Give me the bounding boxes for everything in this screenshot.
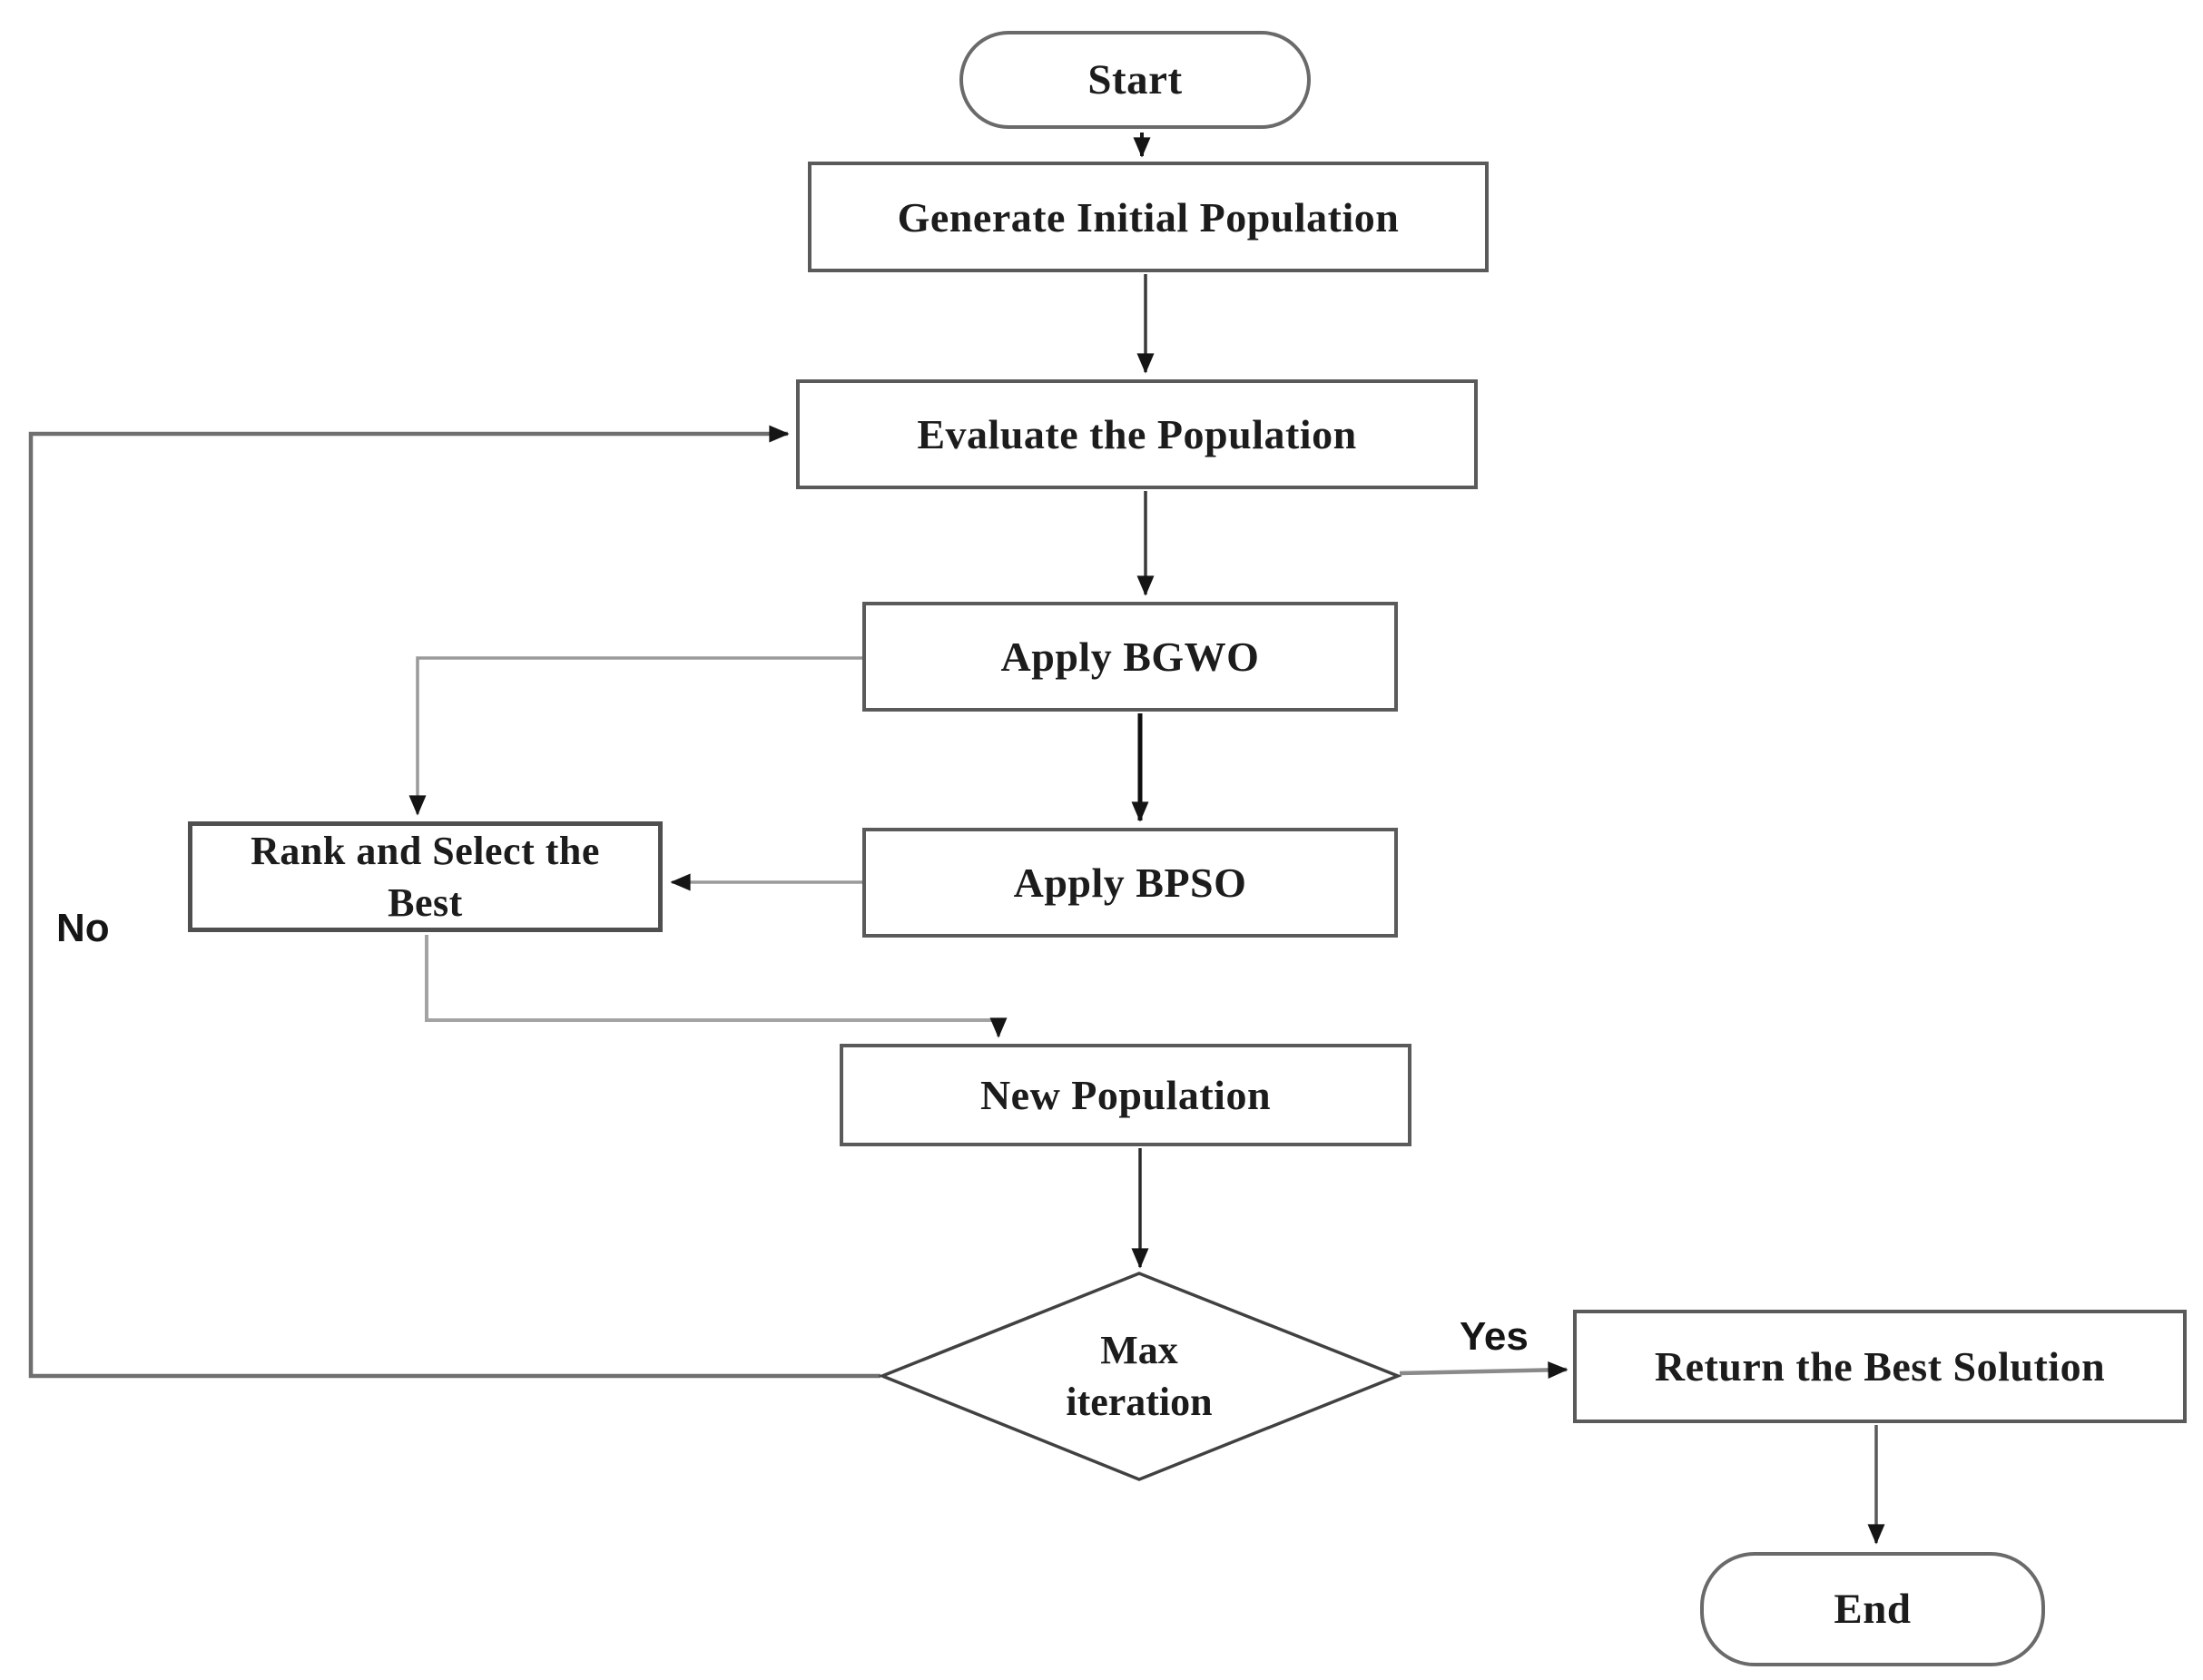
return-best-solution-label: Return the Best Solution	[1654, 1343, 2106, 1390]
max-iteration-label: Max iteration	[1066, 1327, 1213, 1424]
apply-bgwo-node: Apply BGWO	[862, 602, 1398, 712]
end-label: End	[1834, 1586, 1912, 1633]
rank-select-best-label: Rank and Select the Best	[251, 828, 600, 925]
start-label: Start	[1087, 56, 1183, 103]
rank-select-best-node: Rank and Select the Best	[188, 821, 663, 932]
decision-diamond-shape	[878, 1272, 1402, 1481]
apply-bgwo-label: Apply BGWO	[1000, 634, 1260, 680]
connector-decision-no-evaluate	[28, 425, 880, 1379]
connector-decision-yes-return	[1399, 1361, 1569, 1379]
return-best-solution-node: Return the Best Solution	[1573, 1310, 2187, 1423]
generate-initial-population-label: Generate Initial Population	[897, 193, 1400, 241]
max-iteration-decision-node: Max iteration	[1026, 1294, 1253, 1458]
generate-initial-population-node: Generate Initial Population	[808, 162, 1489, 272]
no-edge-label: No	[56, 906, 110, 950]
connector-rank-newpopulation	[425, 935, 1008, 1038]
evaluate-population-label: Evaluate the Population	[917, 411, 1357, 457]
yes-edge-label: Yes	[1460, 1314, 1529, 1359]
start-node: Start	[959, 31, 1311, 129]
end-node: End	[1700, 1552, 2045, 1666]
apply-bpso-node: Apply BPSO	[862, 828, 1398, 938]
apply-bpso-label: Apply BPSO	[1013, 860, 1247, 906]
new-population-node: New Population	[840, 1044, 1411, 1146]
new-population-label: New Population	[979, 1072, 1272, 1118]
evaluate-population-node: Evaluate the Population	[796, 379, 1478, 489]
connector-bgwo-rank	[408, 656, 862, 816]
